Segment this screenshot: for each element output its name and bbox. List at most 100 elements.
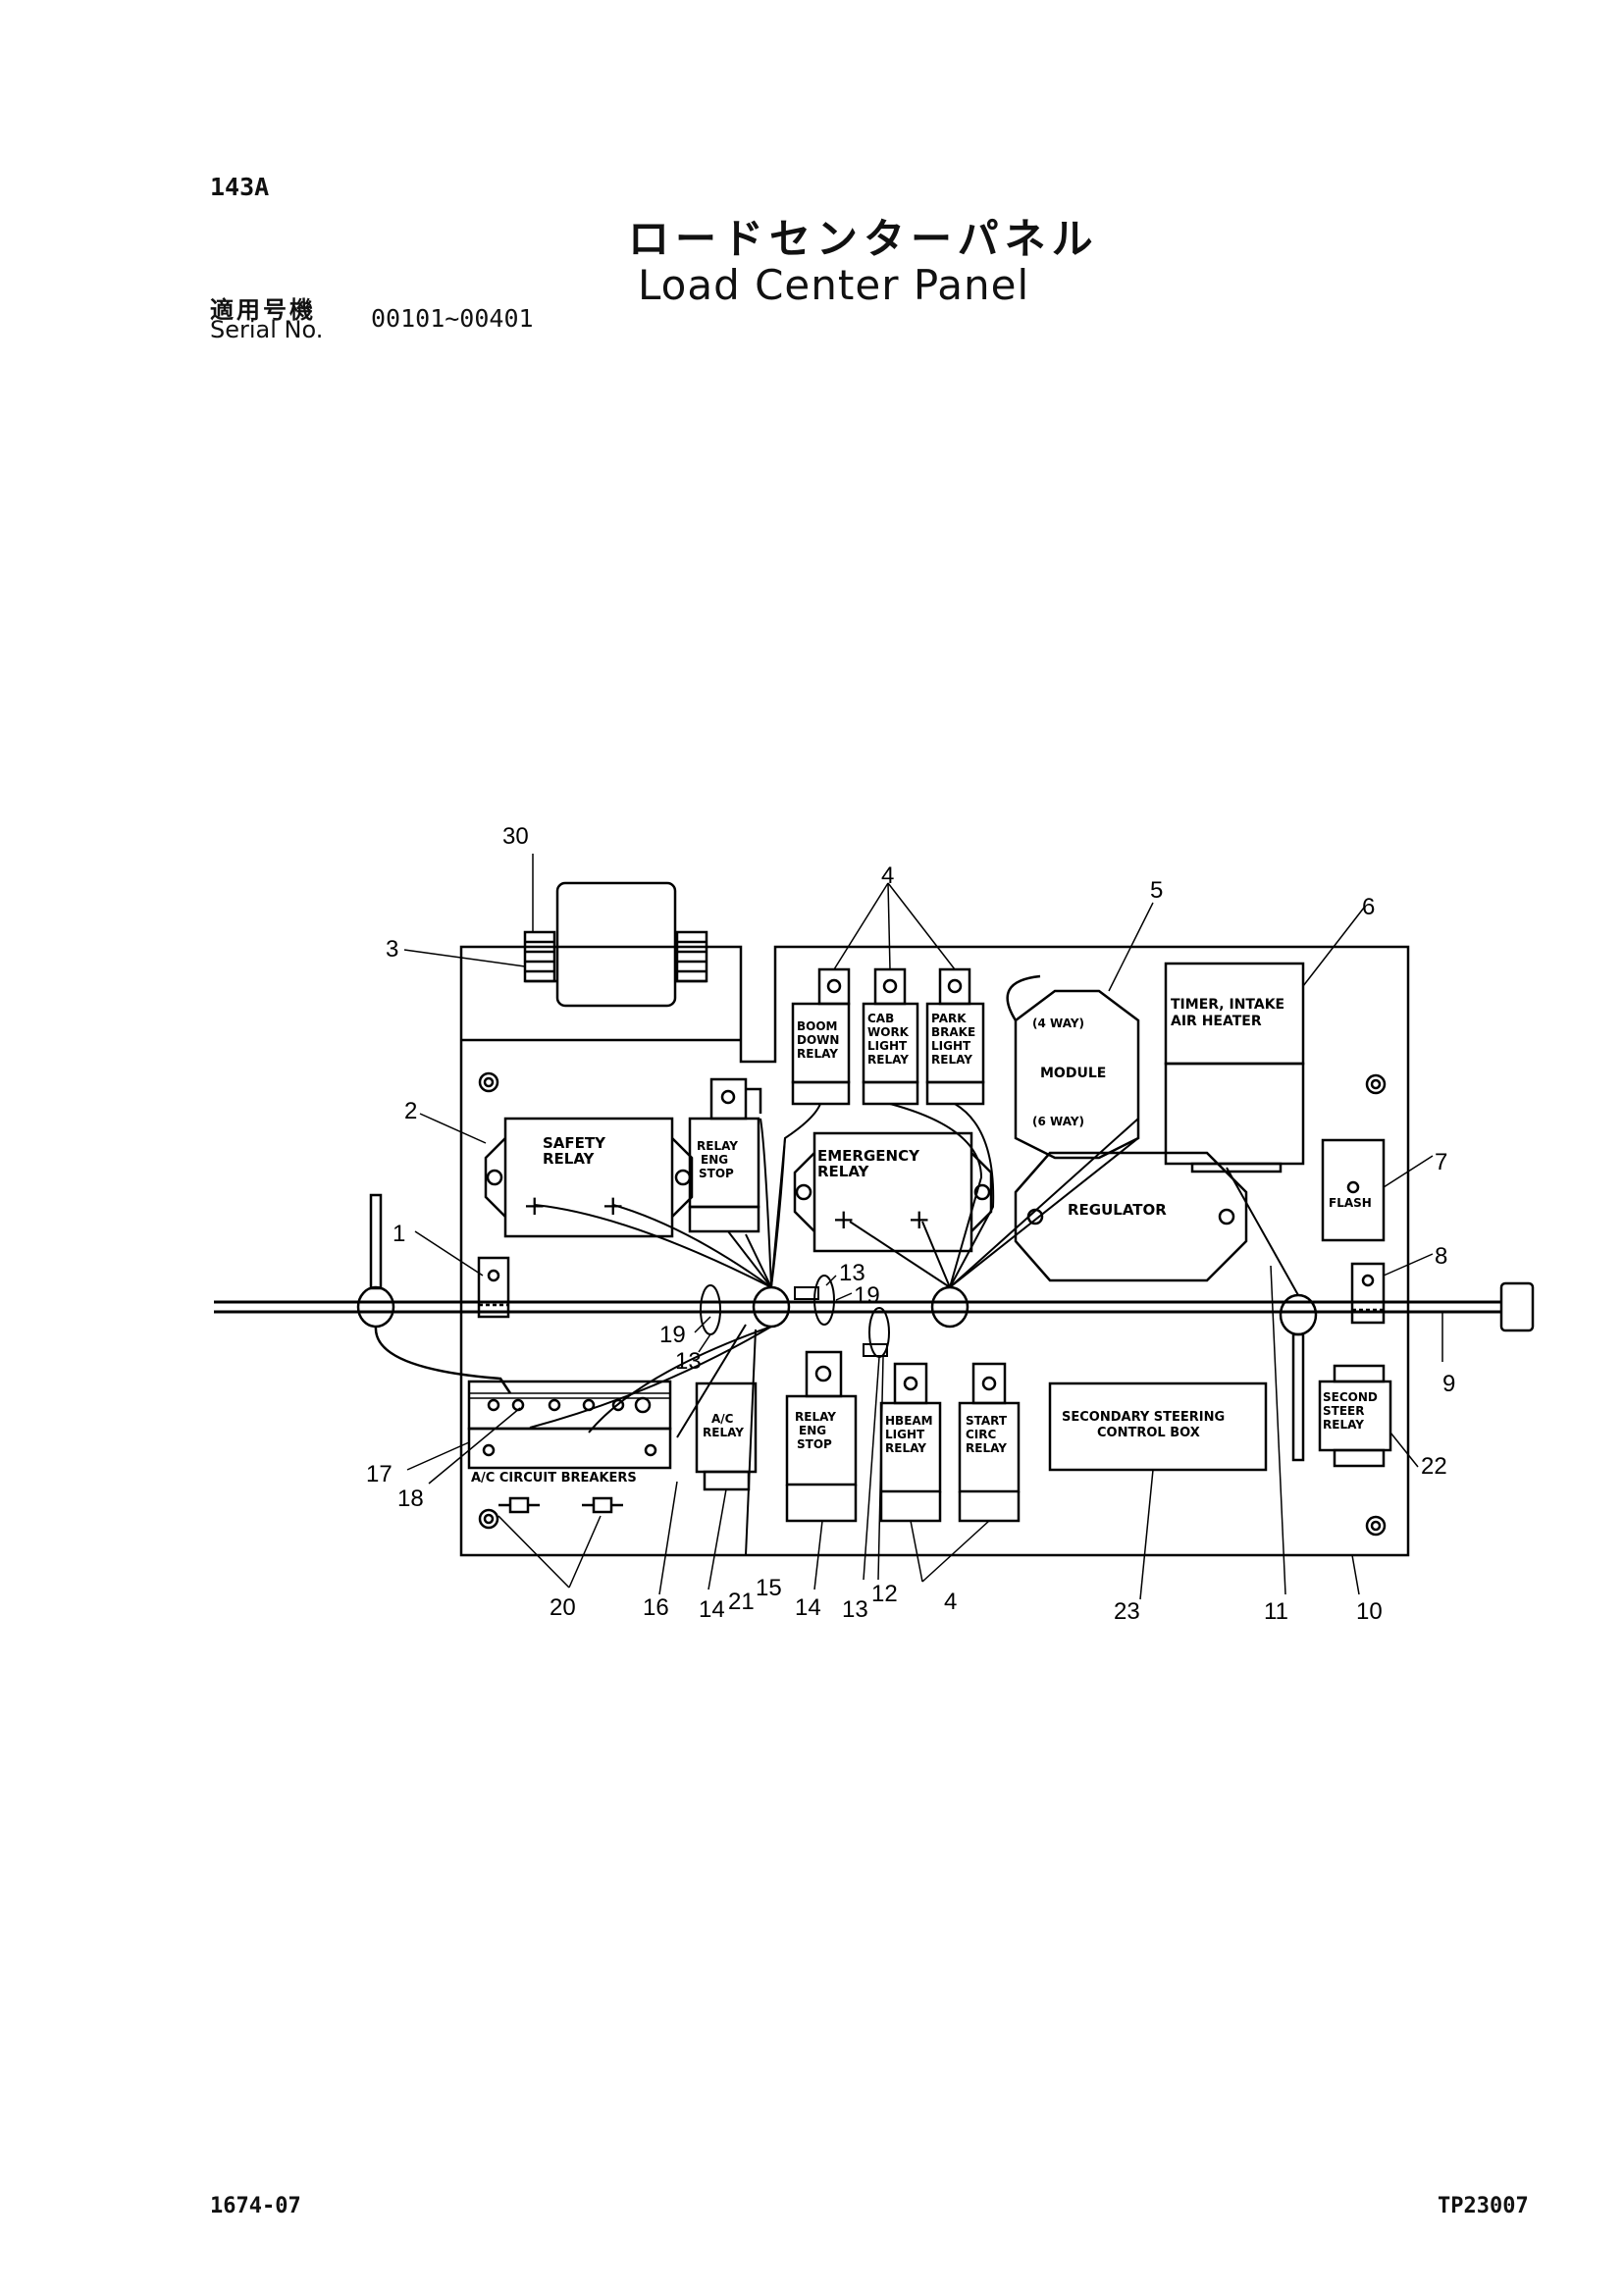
- leader-lines: [403, 854, 1443, 1600]
- module-label: MODULE: [1040, 1066, 1106, 1081]
- document-code: 1674-07: [210, 2194, 301, 2218]
- hbeam-relay-label-3: RELAY: [885, 1441, 926, 1455]
- park-brake-light-relay-label-2: BRAKE: [931, 1025, 975, 1039]
- callout-3: 3: [386, 936, 398, 963]
- regulator-label: REGULATOR: [1068, 1201, 1167, 1219]
- callout-5: 5: [1150, 877, 1163, 904]
- flash-unit: FLASH: [1321, 1138, 1386, 1242]
- cab-work-light-relay-label-2: WORK: [867, 1025, 910, 1039]
- emergency-relay-plus-1: +: [832, 1203, 855, 1235]
- park-brake-light-relay-label-1: PARK: [931, 1012, 967, 1025]
- regulator: REGULATOR: [1014, 1151, 1248, 1282]
- callout-17: 17: [366, 1461, 393, 1487]
- callout-13-bottom: 13: [842, 1596, 868, 1623]
- safety-relay-plus-2: +: [602, 1189, 624, 1222]
- emergency-relay: EMERGENCY RELAY + +: [793, 1131, 993, 1253]
- module-4way-label: (4 WAY): [1032, 1017, 1084, 1030]
- relay-eng-stop-upper-label-3: STOP: [699, 1167, 734, 1180]
- callout-13-upper: 13: [839, 1260, 865, 1286]
- callout-21: 21: [728, 1589, 755, 1615]
- serial-label: Serial No.: [210, 316, 324, 343]
- park-brake-light-relay-label-4: RELAY: [931, 1053, 972, 1067]
- safety-relay-label-1: SAFETY: [543, 1134, 606, 1152]
- serial-range: 00101~00401: [371, 304, 534, 333]
- relay-eng-stop-upper-label-2: ENG: [701, 1153, 728, 1167]
- second-steer-relay: SECOND STEER RELAY: [1318, 1364, 1392, 1468]
- callout-14-left: 14: [699, 1596, 725, 1623]
- callout-14-right: 14: [795, 1594, 821, 1621]
- control-box-label-2: CONTROL BOX: [1097, 1426, 1200, 1440]
- callout-8: 8: [1435, 1243, 1447, 1270]
- second-steer-label-1: SECOND: [1323, 1390, 1378, 1404]
- part-30-housing: [523, 881, 708, 1008]
- boom-down-relay: BOOM DOWN RELAY: [791, 967, 851, 1106]
- cab-work-light-relay-label-1: CAB: [867, 1012, 894, 1025]
- emergency-relay-label-2: RELAY: [817, 1163, 870, 1180]
- callout-16: 16: [643, 1594, 669, 1621]
- callout-19-left: 19: [659, 1322, 686, 1348]
- relay-eng-stop-lower-label-2: ENG: [799, 1424, 826, 1437]
- callout-4-bottom: 4: [944, 1589, 957, 1615]
- safety-relay-plus-1: +: [523, 1189, 546, 1222]
- callout-10: 10: [1356, 1598, 1383, 1625]
- callout-12: 12: [871, 1581, 898, 1607]
- callout-1: 1: [393, 1221, 405, 1247]
- page-title: Load Center Panel: [638, 261, 1030, 309]
- circuit-breaker-bar: A/C CIRCUIT BREAKERS: [467, 1380, 672, 1514]
- cab-work-light-relay-label-3: LIGHT: [867, 1039, 908, 1053]
- boom-down-relay-label-2: DOWN: [797, 1033, 839, 1047]
- callout-2: 2: [404, 1098, 417, 1124]
- callout-9: 9: [1442, 1371, 1455, 1397]
- hbeam-relay-label-2: LIGHT: [885, 1428, 925, 1441]
- clip-part-1: [477, 1256, 510, 1319]
- callout-4-top: 4: [881, 862, 894, 889]
- callout-19-upper: 19: [854, 1282, 880, 1309]
- cab-work-light-relay-label-4: RELAY: [867, 1053, 909, 1067]
- ac-relay-label-2: RELAY: [703, 1426, 744, 1439]
- callout-22: 22: [1421, 1453, 1447, 1480]
- start-circ-relay: START CIRC RELAY: [958, 1362, 1021, 1523]
- callout-numbers: 30 3 4 5 6 2 7 1 8 13 19 19 13 9 22 17 1…: [366, 823, 1455, 1625]
- start-circ-relay-label-2: CIRC: [966, 1428, 997, 1441]
- second-steer-label-3: RELAY: [1323, 1418, 1364, 1432]
- hbeam-relay-label-1: HBEAM: [885, 1414, 933, 1428]
- park-brake-light-relay: PARK BRAKE LIGHT RELAY: [925, 967, 985, 1106]
- module-6way-label: (6 WAY): [1032, 1115, 1084, 1128]
- control-box-label-1: SECONDARY STEERING: [1062, 1410, 1225, 1425]
- start-circ-relay-label-3: RELAY: [966, 1441, 1007, 1455]
- relay-eng-stop-lower-label-1: RELAY: [795, 1410, 836, 1424]
- safety-relay-label-2: RELAY: [543, 1150, 596, 1168]
- wiring: [529, 1103, 1299, 1556]
- hbeam-light-relay: HBEAM LIGHT RELAY: [879, 1362, 942, 1523]
- callout-20: 20: [550, 1594, 576, 1621]
- boom-down-relay-label-3: RELAY: [797, 1047, 838, 1061]
- relay-eng-stop-upper-label-1: RELAY: [697, 1139, 738, 1153]
- title-japanese: ロードセンターパネル: [628, 215, 1099, 263]
- serial-label-japanese: 適用号機: [210, 296, 316, 324]
- callout-18: 18: [397, 1486, 424, 1512]
- tp-code: TP23007: [1438, 2194, 1529, 2218]
- relay-eng-stop-upper: RELAY ENG STOP: [688, 1077, 762, 1233]
- callout-13-left: 13: [675, 1348, 702, 1375]
- timer-intake-air-heater: TIMER, INTAKE AIR HEATER: [1164, 962, 1305, 1173]
- ac-circuit-breakers-label: A/C CIRCUIT BREAKERS: [471, 1471, 637, 1486]
- ac-relay: A/C RELAY: [695, 1382, 758, 1491]
- callout-23: 23: [1114, 1598, 1140, 1625]
- safety-relay: SAFETY RELAY + +: [484, 1117, 694, 1238]
- relay-eng-stop-lower: RELAY ENG STOP: [785, 1350, 858, 1523]
- module: (4 WAY) MODULE (6 WAY): [1006, 974, 1140, 1160]
- cable-ties: [700, 1275, 890, 1358]
- boom-down-relay-label-1: BOOM: [797, 1019, 838, 1033]
- start-circ-relay-label-1: START: [966, 1414, 1008, 1428]
- callout-6: 6: [1362, 894, 1375, 920]
- park-brake-light-relay-label-3: LIGHT: [931, 1039, 971, 1053]
- emergency-relay-label-1: EMERGENCY: [817, 1147, 920, 1165]
- emergency-relay-plus-2: +: [908, 1203, 930, 1235]
- callout-7: 7: [1435, 1149, 1447, 1175]
- mounting-holes: [478, 1071, 1387, 1537]
- clip-part-8: [1350, 1262, 1386, 1325]
- flash-label: FLASH: [1329, 1196, 1372, 1210]
- ac-relay-label-1: A/C: [711, 1412, 734, 1426]
- callout-11: 11: [1264, 1598, 1288, 1625]
